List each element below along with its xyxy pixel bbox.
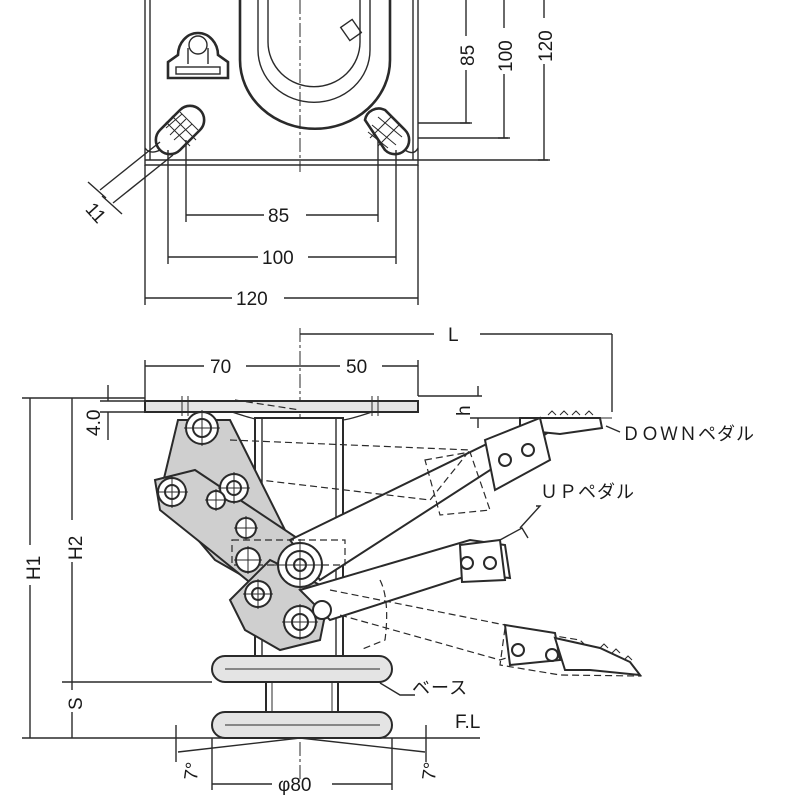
dim-100-vertical: 100 xyxy=(496,40,517,72)
top-plate-outline xyxy=(144,0,419,166)
dim-hole-size: 11 xyxy=(81,199,110,228)
dim-h: h xyxy=(454,405,475,416)
base-leader xyxy=(379,682,415,696)
dim-100-horizontal: 100 xyxy=(262,248,294,269)
dim-70: 70 xyxy=(210,357,231,378)
pivot-pins xyxy=(156,410,332,640)
up-pedal-arm xyxy=(298,538,512,622)
dim-wheel-diameter: φ80 xyxy=(278,775,311,796)
dim-120-horizontal: 120 xyxy=(236,289,268,310)
up-pedal-leader xyxy=(519,505,542,529)
dim-S: S xyxy=(66,697,87,710)
keyhole-detail xyxy=(166,31,230,80)
dim-angle-left: 7° xyxy=(181,761,204,782)
label-down-pedal: ＤＯＷＮペダル xyxy=(622,424,755,444)
slot-hole-left xyxy=(154,104,206,156)
dim-H1: H1 xyxy=(24,556,45,580)
side-view: L 70 50 4.0 h H1 H2 S F.L xyxy=(22,325,755,796)
down-pedal-leader xyxy=(605,425,621,433)
dim-85-vertical: 85 xyxy=(458,45,479,66)
swivel-housing xyxy=(238,0,392,130)
dim-120-vertical: 120 xyxy=(536,30,557,62)
top-view: 11 85 100 120 85 100 120 xyxy=(81,0,557,310)
dim-4: 4.0 xyxy=(84,410,105,436)
wheel-hub xyxy=(265,681,339,713)
dim-angle-right: 7° xyxy=(419,761,442,782)
dim-L: L xyxy=(448,325,459,346)
dim-FL: F.L xyxy=(455,712,480,733)
dim-H2: H2 xyxy=(66,536,87,560)
slot-hole-right xyxy=(363,107,411,156)
label-up-pedal: ＵＰペダル xyxy=(540,482,635,502)
top-mounting-plate xyxy=(144,400,419,413)
alt-position-upper xyxy=(229,439,472,501)
dim-85-horizontal: 85 xyxy=(268,206,289,227)
label-base: ベース xyxy=(412,678,468,698)
dim-50: 50 xyxy=(346,357,367,378)
